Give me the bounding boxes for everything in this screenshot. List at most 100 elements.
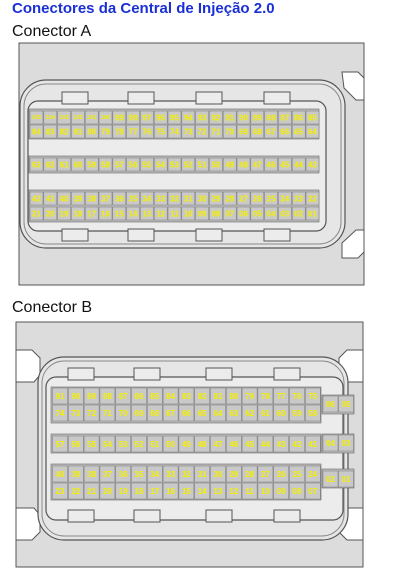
pin-number: 08	[211, 210, 220, 219]
connector-a-pin: 73	[181, 124, 196, 139]
connector-b-pin: 53	[115, 435, 131, 453]
connector-a-pin: 49	[222, 157, 237, 172]
pin-box	[278, 191, 292, 206]
pin-box	[291, 206, 306, 221]
pin-box	[84, 124, 99, 139]
pin-number: 96	[156, 114, 165, 123]
connector-a-pin: 96	[153, 110, 168, 125]
pin-box	[305, 465, 321, 483]
connector-a-pin: 105	[29, 110, 44, 125]
pin-number: 17	[150, 487, 159, 496]
connector-b-pin: 82	[194, 387, 210, 405]
pin-number: 44	[294, 161, 303, 170]
pin-box	[83, 435, 100, 453]
pin-box	[194, 482, 210, 500]
connector-a-pin: 54	[153, 157, 168, 172]
connector-a-pin: 48	[236, 157, 251, 172]
pin-number: 12	[156, 210, 165, 219]
connector-b-pin: 16	[162, 482, 179, 500]
pin-number: 36	[119, 470, 128, 479]
pin-number: 63	[229, 409, 238, 418]
pin-box	[68, 465, 84, 483]
pin-number: 45	[245, 440, 254, 449]
connector-b-pin: 34	[147, 465, 163, 483]
pin-number: 90	[239, 114, 248, 123]
pin-box	[289, 387, 305, 405]
connector-b-pin: 62	[241, 404, 258, 422]
pin-number: 01	[342, 475, 351, 484]
pin-box	[83, 404, 100, 422]
pin-number: 23	[56, 487, 65, 496]
connector-b-pin: 69	[131, 404, 147, 422]
connector-a-pin: 33	[153, 191, 168, 206]
pin-box	[83, 465, 100, 483]
pin-box	[112, 191, 127, 206]
pin-box	[305, 157, 320, 172]
connector-b-pin: 90	[68, 387, 84, 405]
pin-box	[68, 482, 84, 500]
connector-a-pin: 90	[236, 110, 251, 125]
pin-box	[126, 206, 140, 221]
connector-a-pin: 57	[112, 157, 127, 172]
pin-box	[210, 482, 226, 500]
connector-b-pin: 36	[115, 465, 131, 483]
pin-box	[112, 124, 127, 139]
pin-number: 40	[60, 195, 69, 204]
connector-b-pin: 91	[52, 387, 68, 405]
pin-box	[126, 157, 140, 172]
connector-b-pin: 46	[226, 435, 242, 453]
connector-b-pin: 70	[115, 404, 131, 422]
connector-a-pin: 74	[167, 124, 182, 139]
connector-b-side-pin: 06	[322, 395, 339, 413]
connector-b-side-pin: 01	[338, 470, 354, 488]
pin-box	[209, 206, 223, 221]
pin-number: 68	[253, 128, 262, 137]
pin-box	[226, 465, 242, 483]
connector-b-pin: 50	[162, 435, 179, 453]
pin-number: 82	[60, 128, 69, 137]
connector-a-pin: 64	[305, 124, 320, 139]
connector-a-pin: 32	[167, 191, 182, 206]
connector-a-pin: 26	[250, 191, 265, 206]
connector-a-pin: 22	[305, 191, 320, 206]
pin-number: 38	[87, 195, 96, 204]
connector-b-pin: 83	[178, 387, 195, 405]
connector-a-pin: 62	[43, 157, 58, 172]
connector-a-pin: 104	[43, 110, 58, 125]
pin-number: 78	[115, 128, 124, 137]
pin-number: 37	[103, 470, 112, 479]
pin-number: 71	[103, 409, 112, 418]
pin-number: 18	[73, 210, 82, 219]
pin-number: 05	[253, 210, 262, 219]
pin-box	[264, 124, 278, 139]
pin-box	[52, 482, 68, 500]
pin-box	[112, 157, 127, 172]
pin-box	[264, 157, 278, 172]
pin-number: 61	[60, 161, 69, 170]
connector-b-pin: 18	[131, 482, 147, 500]
pin-number: 11	[245, 487, 254, 496]
connector-b-pin: 07	[305, 482, 321, 500]
pin-box	[278, 157, 292, 172]
connector-a-pin: 82	[57, 124, 71, 139]
pin-number: 91	[56, 392, 65, 401]
connector-a-pin: 60	[71, 157, 85, 172]
pin-number: 57	[115, 161, 124, 170]
pin-number: 52	[184, 161, 193, 170]
connector-a-pin: 27	[236, 191, 251, 206]
connector-a-pin: 03	[278, 206, 292, 221]
pin-number: 28	[225, 195, 234, 204]
pin-number: 14	[198, 487, 207, 496]
pin-number: 81	[214, 392, 223, 401]
connector-b-pin: 68	[147, 404, 163, 422]
pin-number: 60	[73, 161, 82, 170]
pin-box	[305, 206, 320, 221]
pin-number: 62	[46, 161, 55, 170]
pin-box	[140, 191, 154, 206]
pin-box	[115, 465, 131, 483]
connector-a-pin: 10	[181, 206, 196, 221]
pin-box	[71, 110, 85, 125]
pin-number: 06	[239, 210, 248, 219]
pin-box	[52, 404, 68, 422]
